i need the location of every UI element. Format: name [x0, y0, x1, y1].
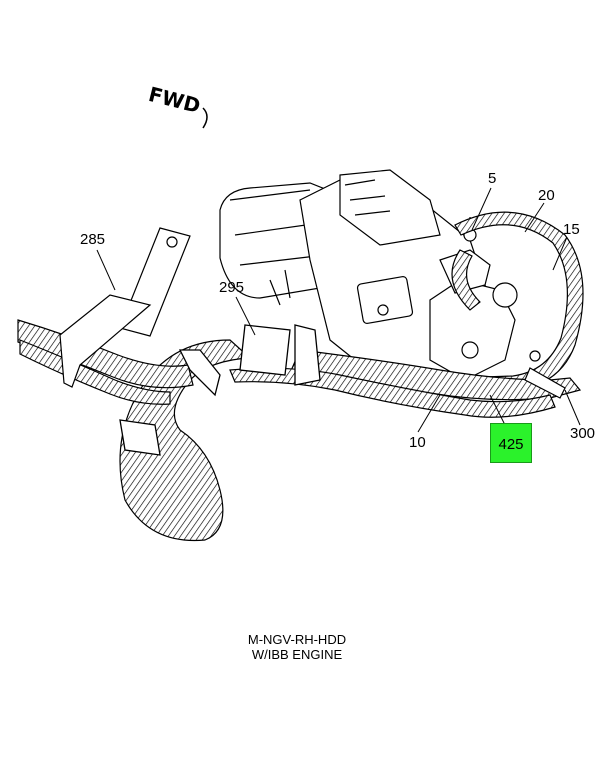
leader-lines — [96, 187, 581, 433]
cable-loop-inner — [451, 249, 481, 311]
caption-line-2: W/IBB ENGINE — [251, 647, 343, 662]
callout-5[interactable]: 5 — [488, 170, 497, 187]
fwd-arrow-icon — [202, 107, 208, 129]
clip-295 — [119, 324, 321, 456]
callout-20[interactable]: 20 — [538, 187, 555, 204]
callout-285[interactable]: 285 — [80, 231, 106, 248]
callout-10[interactable]: 10 — [409, 434, 426, 451]
caption-line-1: M-NGV-RH-HDD — [247, 632, 347, 647]
callout-15[interactable]: 15 — [563, 221, 580, 238]
callout-295[interactable]: 295 — [219, 279, 245, 296]
callout-425: 425 — [498, 436, 524, 453]
callout-425-highlight[interactable]: 425 — [490, 423, 532, 463]
bracket-285 — [59, 227, 191, 388]
bracket-300 — [524, 367, 566, 399]
callout-300[interactable]: 300 — [570, 425, 596, 442]
